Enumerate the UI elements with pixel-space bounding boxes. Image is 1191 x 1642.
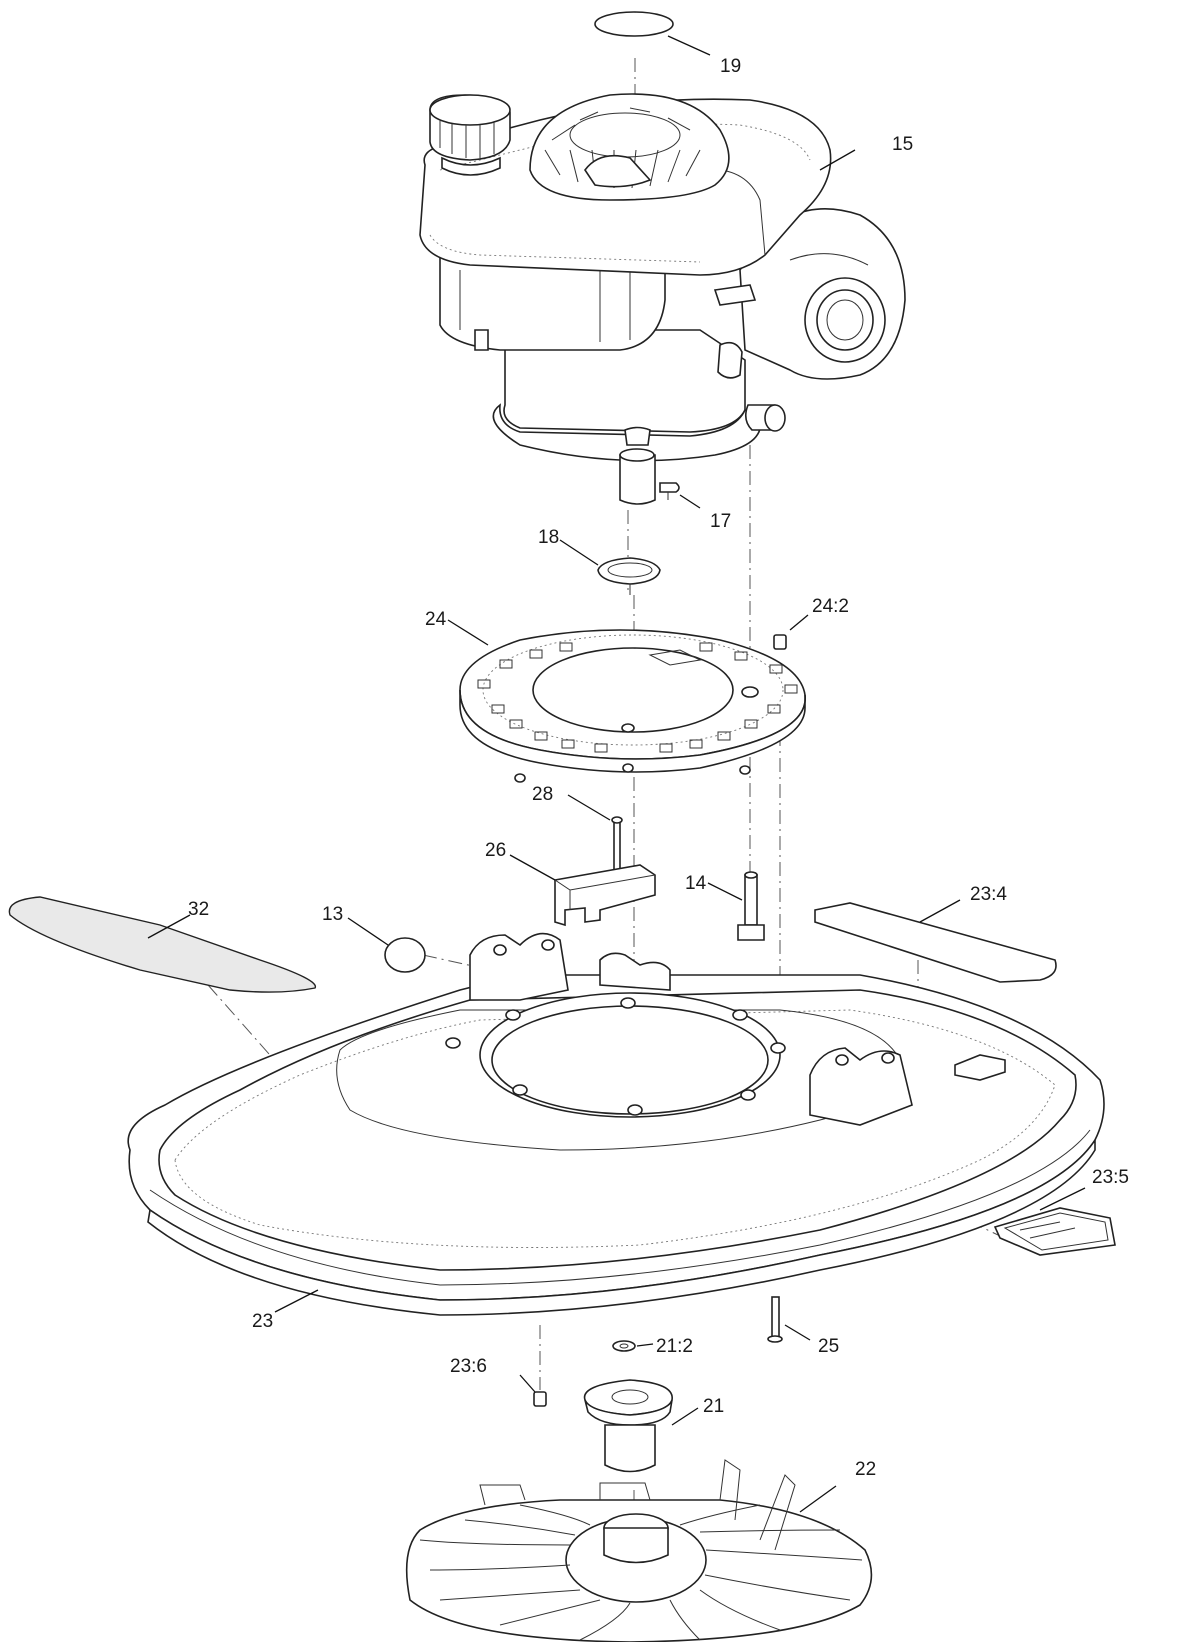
callout-18: 18 — [538, 527, 559, 548]
callout-32: 32 — [188, 899, 209, 920]
callout-21: 21 — [703, 1396, 724, 1417]
part-25-screw — [767, 1296, 783, 1343]
part-23-5-plate — [993, 1207, 1116, 1256]
part-26-bracket — [554, 864, 656, 927]
leader-lines — [147, 35, 1086, 1513]
part-23-deck — [127, 932, 1105, 1316]
callout-15: 15 — [892, 134, 913, 155]
callout-25: 25 — [818, 1336, 839, 1357]
part-18-spacer — [597, 557, 661, 595]
part-24-2-nut — [773, 634, 787, 650]
part-22-impeller — [405, 1459, 873, 1642]
callout-labels: 19 15 17 18 24 24:2 28 26 14 32 13 23:4 … — [188, 56, 1129, 1480]
part-21-2-washer — [612, 1340, 636, 1352]
callout-28: 28 — [532, 784, 553, 805]
part-23-4-strip — [814, 902, 1057, 983]
callout-22: 22 — [855, 1459, 876, 1480]
part-32-blade — [8, 896, 317, 993]
callout-23-5: 23:5 — [1092, 1167, 1129, 1188]
callout-23-6: 23:6 — [450, 1356, 487, 1377]
callout-24-2: 24:2 — [812, 596, 849, 617]
callout-14: 14 — [685, 873, 707, 894]
part-24-mounting-ring — [459, 629, 806, 783]
callout-19: 19 — [720, 56, 741, 77]
part-13-plug — [384, 937, 426, 973]
callout-13: 13 — [322, 904, 343, 925]
part-14-bolt — [737, 871, 765, 941]
callout-24: 24 — [425, 609, 447, 630]
part-21-hub — [583, 1379, 673, 1473]
callout-26: 26 — [485, 840, 506, 861]
callout-21-2: 21:2 — [656, 1336, 693, 1357]
callout-17: 17 — [710, 511, 731, 532]
part-19-cap-disc — [594, 11, 674, 37]
callout-23-4: 23:4 — [970, 884, 1007, 905]
part-15-engine — [419, 93, 906, 505]
part-17-shaft-key — [659, 482, 680, 500]
part-23-6-insert — [533, 1391, 547, 1407]
callout-23: 23 — [252, 1311, 273, 1332]
